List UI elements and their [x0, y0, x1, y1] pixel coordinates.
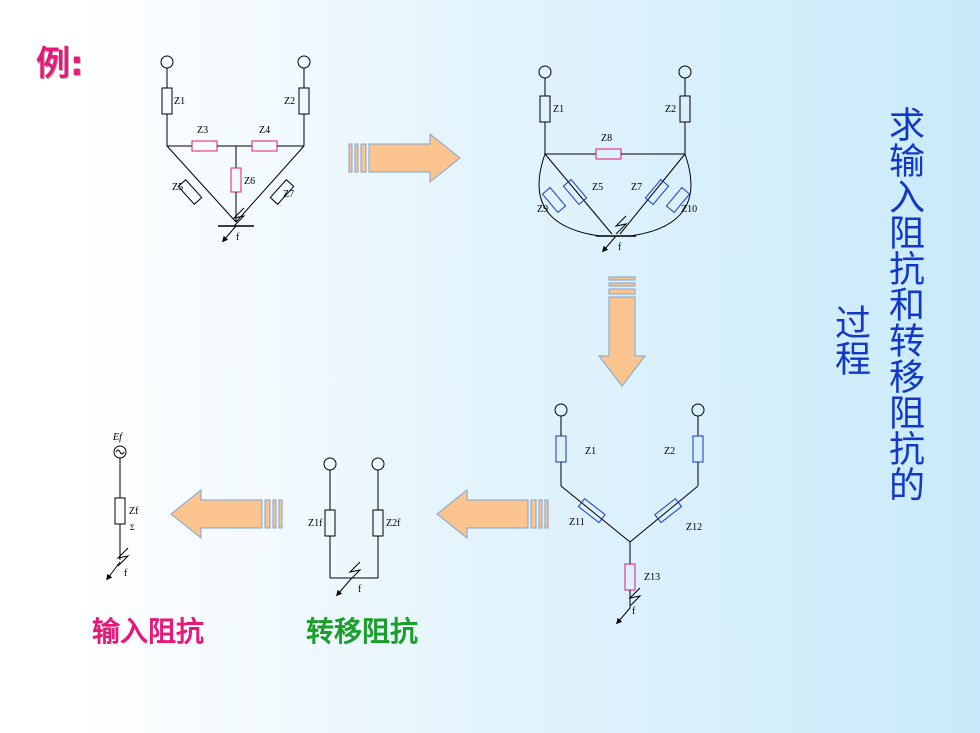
- terminal-2: [371, 457, 385, 471]
- arrow-left-bottom-right: [436, 488, 549, 540]
- label-z2: Z2: [284, 96, 295, 107]
- resistor-zf: [114, 497, 126, 525]
- resistor-z7: [644, 178, 670, 206]
- resistor-z11: [577, 497, 606, 524]
- title-vertical: 求输入阻抗和转移阻抗的: [883, 106, 924, 502]
- label-f: f: [632, 606, 636, 617]
- caption-transfer-impedance: 转移阻抗: [306, 615, 419, 648]
- terminal-1: [323, 457, 337, 471]
- arrow-left-bottom-left: [170, 488, 283, 540]
- label-f: f: [236, 232, 240, 243]
- label-z6: Z6: [244, 176, 255, 187]
- label-f: f: [358, 584, 362, 595]
- circuit-1-labels: Z1 Z2 Z3 Z4 Z5 Z6 Z7 f: [172, 96, 295, 243]
- terminal-2: [297, 55, 311, 69]
- label-z5: Z5: [592, 182, 603, 193]
- label-ef: Ef: [112, 432, 123, 443]
- resistor-z2: [692, 435, 704, 463]
- label-z1f: Z1f: [308, 518, 323, 529]
- arrow-right-top: [348, 132, 461, 184]
- circuit-5-labels: Ef Zf Σ f: [112, 432, 139, 579]
- resistor-z2f: [372, 509, 384, 537]
- terminal-1: [554, 403, 568, 417]
- resistor-z1: [539, 95, 551, 123]
- terminal-2: [678, 65, 692, 79]
- label-z2: Z2: [664, 446, 675, 457]
- resistor-z3: [191, 140, 218, 152]
- label-f: f: [618, 242, 622, 253]
- circuit-3-labels: Z1 Z2 Z11 Z12 Z13 f: [569, 446, 702, 617]
- label-z5: Z5: [172, 182, 183, 193]
- label-z12: Z12: [686, 522, 702, 533]
- resistor-z2: [298, 87, 310, 115]
- label-z1: Z1: [585, 446, 596, 457]
- resistor-z5: [177, 179, 203, 205]
- label-z7: Z7: [631, 182, 642, 193]
- label-z3: Z3: [197, 125, 208, 136]
- label-z7: Z7: [283, 189, 294, 200]
- circuit-4-labels: Z1f Z2f f: [308, 518, 401, 595]
- label-sigma: Σ: [130, 523, 135, 532]
- label-z10: Z10: [681, 204, 697, 215]
- resistor-z12: [654, 497, 683, 524]
- circuit-2-labels: Z1 Z2 Z8 Z5 Z7 Z9 Z10 f: [537, 104, 697, 253]
- circuit-4: [323, 457, 385, 597]
- circuit-2: [538, 65, 692, 253]
- resistor-z1: [555, 435, 567, 463]
- label-z13: Z13: [644, 572, 660, 583]
- resistor-z10: [665, 186, 691, 214]
- resistor-z13: [624, 563, 636, 591]
- label-z11: Z11: [569, 517, 585, 528]
- circuit-5: [106, 445, 130, 581]
- label-z4: Z4: [259, 125, 270, 136]
- label-f: f: [124, 568, 128, 579]
- label-z2: Z2: [665, 104, 676, 115]
- label-z8: Z8: [601, 133, 612, 144]
- label-z9: Z9: [537, 204, 548, 215]
- resistor-z1f: [324, 509, 336, 537]
- terminal-2: [691, 403, 705, 417]
- resistor-z7: [269, 179, 295, 205]
- resistor-z9: [541, 186, 567, 214]
- resistor-z2: [679, 95, 691, 123]
- label-z1: Z1: [174, 96, 185, 107]
- title-vertical-continued: 过程: [829, 304, 870, 376]
- label-zf: Zf: [129, 506, 139, 517]
- resistor-z5: [562, 178, 588, 206]
- terminal-1: [538, 65, 552, 79]
- label-z1: Z1: [553, 104, 564, 115]
- terminal-1: [160, 55, 174, 69]
- example-label: 例:: [36, 44, 84, 84]
- resistor-z8: [595, 148, 622, 160]
- resistor-z1: [161, 87, 173, 115]
- arrow-down: [597, 276, 647, 387]
- circuit-3: [554, 403, 705, 625]
- resistor-z6: [230, 167, 242, 193]
- caption-input-impedance: 输入阻抗: [92, 615, 205, 648]
- circuit-1: [160, 55, 311, 243]
- label-z2f: Z2f: [386, 518, 401, 529]
- resistor-z4: [251, 140, 278, 152]
